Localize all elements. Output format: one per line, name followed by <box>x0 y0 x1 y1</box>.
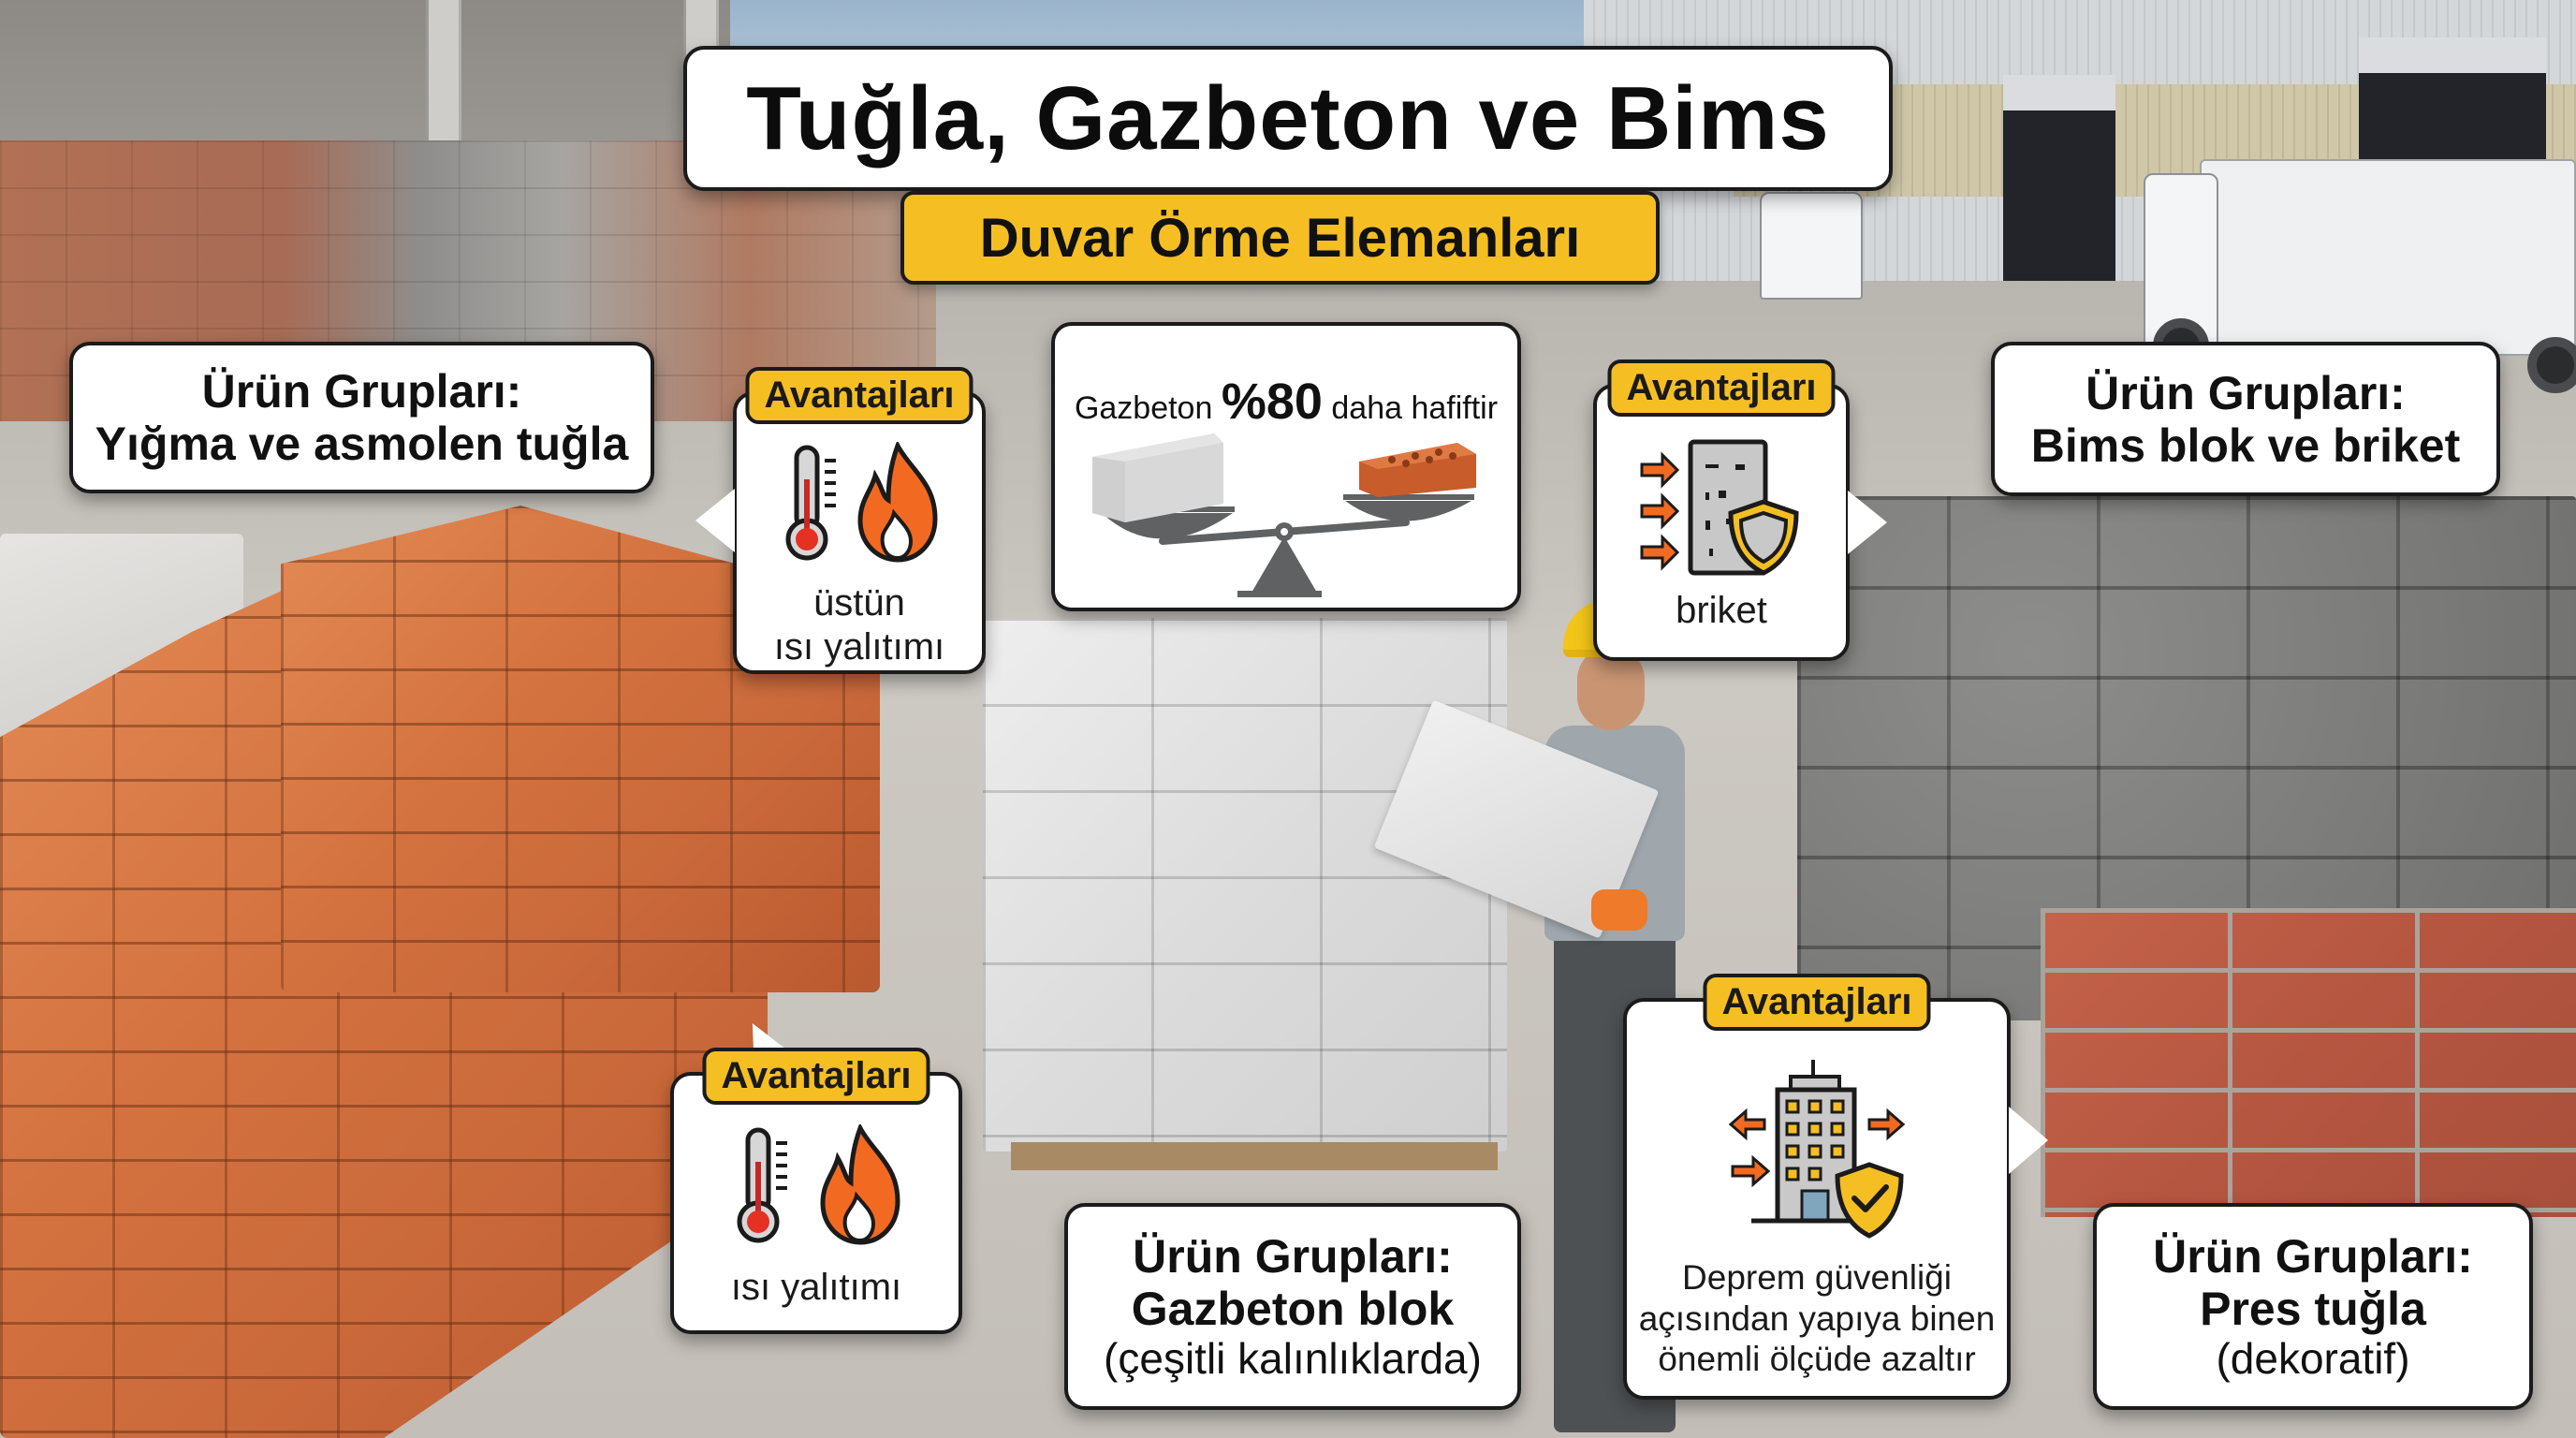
advantage-card-tugla-top: Avantajları üstün ısı yalıtımı <box>695 367 986 674</box>
balance-scale-icon <box>1092 433 1476 597</box>
gazbeton-stack <box>983 618 1507 1152</box>
comparison-suffix: daha hafiftir <box>1331 390 1499 426</box>
subtitle-banner: Duvar Örme Elemanları <box>900 191 1660 285</box>
product-group-heading: Ürün Grupları: <box>2086 366 2406 419</box>
comparison-value: %80 <box>1221 374 1323 430</box>
advantage-tag: Avantajları <box>702 1048 930 1105</box>
truck-left <box>1760 192 1863 300</box>
weight-comparison-card: Gazbeton %80 daha hafiftir <box>1051 322 1521 611</box>
comparison-caption: Gazbeton %80 daha hafiftir <box>1055 373 1517 431</box>
page-title: Tuğla, Gazbeton ve Bims <box>746 67 1830 169</box>
building-icon <box>1723 1054 1910 1246</box>
product-group-heading: Ürün Grupları: <box>1133 1229 1453 1283</box>
comparison-prefix: Gazbeton <box>1074 390 1213 426</box>
advantage-card-tugla-bottom: Avantajları ısı yalıtımı <box>670 1023 962 1334</box>
advantage-line: açısından yapıya binen <box>1638 1299 1996 1338</box>
advantage-tag: Avantajları <box>745 367 973 424</box>
product-group-name: Pres tuğla <box>2200 1282 2426 1335</box>
shield-check-icon <box>1835 1162 1904 1239</box>
product-group-gazbeton: Ürün Grupları: Gazbeton blok (çeşitli ka… <box>1064 1203 1521 1410</box>
flame-icon <box>817 1122 903 1251</box>
product-group-tugla: Ürün Grupları: Yığma ve asmolen tuğla <box>69 342 654 493</box>
product-group-bims: Ürün Grupları: Bims blok ve briket <box>1991 342 2500 496</box>
thermometer-icon <box>729 1124 789 1251</box>
product-group-note: (dekoratif) <box>2216 1333 2410 1383</box>
callout-pointer <box>1848 491 1887 554</box>
flame-icon <box>855 439 941 568</box>
advantage-card-deprem: Avantajları <box>1623 974 2048 1400</box>
product-group-name: Bims blok ve briket <box>2030 418 2461 472</box>
advantage-tag: Avantajları <box>1703 974 1931 1031</box>
product-group-heading: Ürün Grupları: <box>2153 1229 2473 1283</box>
pallet <box>1011 1142 1498 1170</box>
advantage-line: üstün <box>813 582 905 624</box>
callout-pointer <box>2009 1107 2048 1174</box>
advantage-line: briket <box>1676 590 1767 631</box>
truck-wheel <box>2527 337 2576 393</box>
advantage-line: ısı yalıtımı <box>773 626 945 668</box>
pres-brick-wall <box>2041 908 2576 1217</box>
product-group-heading: Ürün Grupları: <box>201 365 522 418</box>
product-group-note: (çeşitli kalınlıklarda) <box>1104 1333 1482 1383</box>
product-group-name: Yığma ve asmolen tuğla <box>95 418 629 470</box>
callout-pointer <box>695 489 735 552</box>
wall-impact-icon <box>1632 436 1810 581</box>
advantage-line: ısı yalıtımı <box>730 1267 902 1308</box>
product-group-pres: Ürün Grupları: Pres tuğla (dekoratif) <box>2093 1203 2533 1410</box>
title-banner: Tuğla, Gazbeton ve Bims <box>683 46 1893 191</box>
page-subtitle: Duvar Örme Elemanları <box>979 207 1581 269</box>
truck-right-trailer <box>2200 159 2576 356</box>
thermometer-icon <box>778 442 838 568</box>
advantage-line: Deprem güvenliği <box>1682 1258 1952 1297</box>
advantage-line: önemli ölçüde azaltır <box>1658 1340 1976 1379</box>
loading-door <box>2003 75 2115 290</box>
advantage-tag: Avantajları <box>1607 360 1836 417</box>
advantage-card-briket: Avantajları briket <box>1593 360 1887 661</box>
product-group-name: Gazbeton blok <box>1131 1282 1455 1335</box>
